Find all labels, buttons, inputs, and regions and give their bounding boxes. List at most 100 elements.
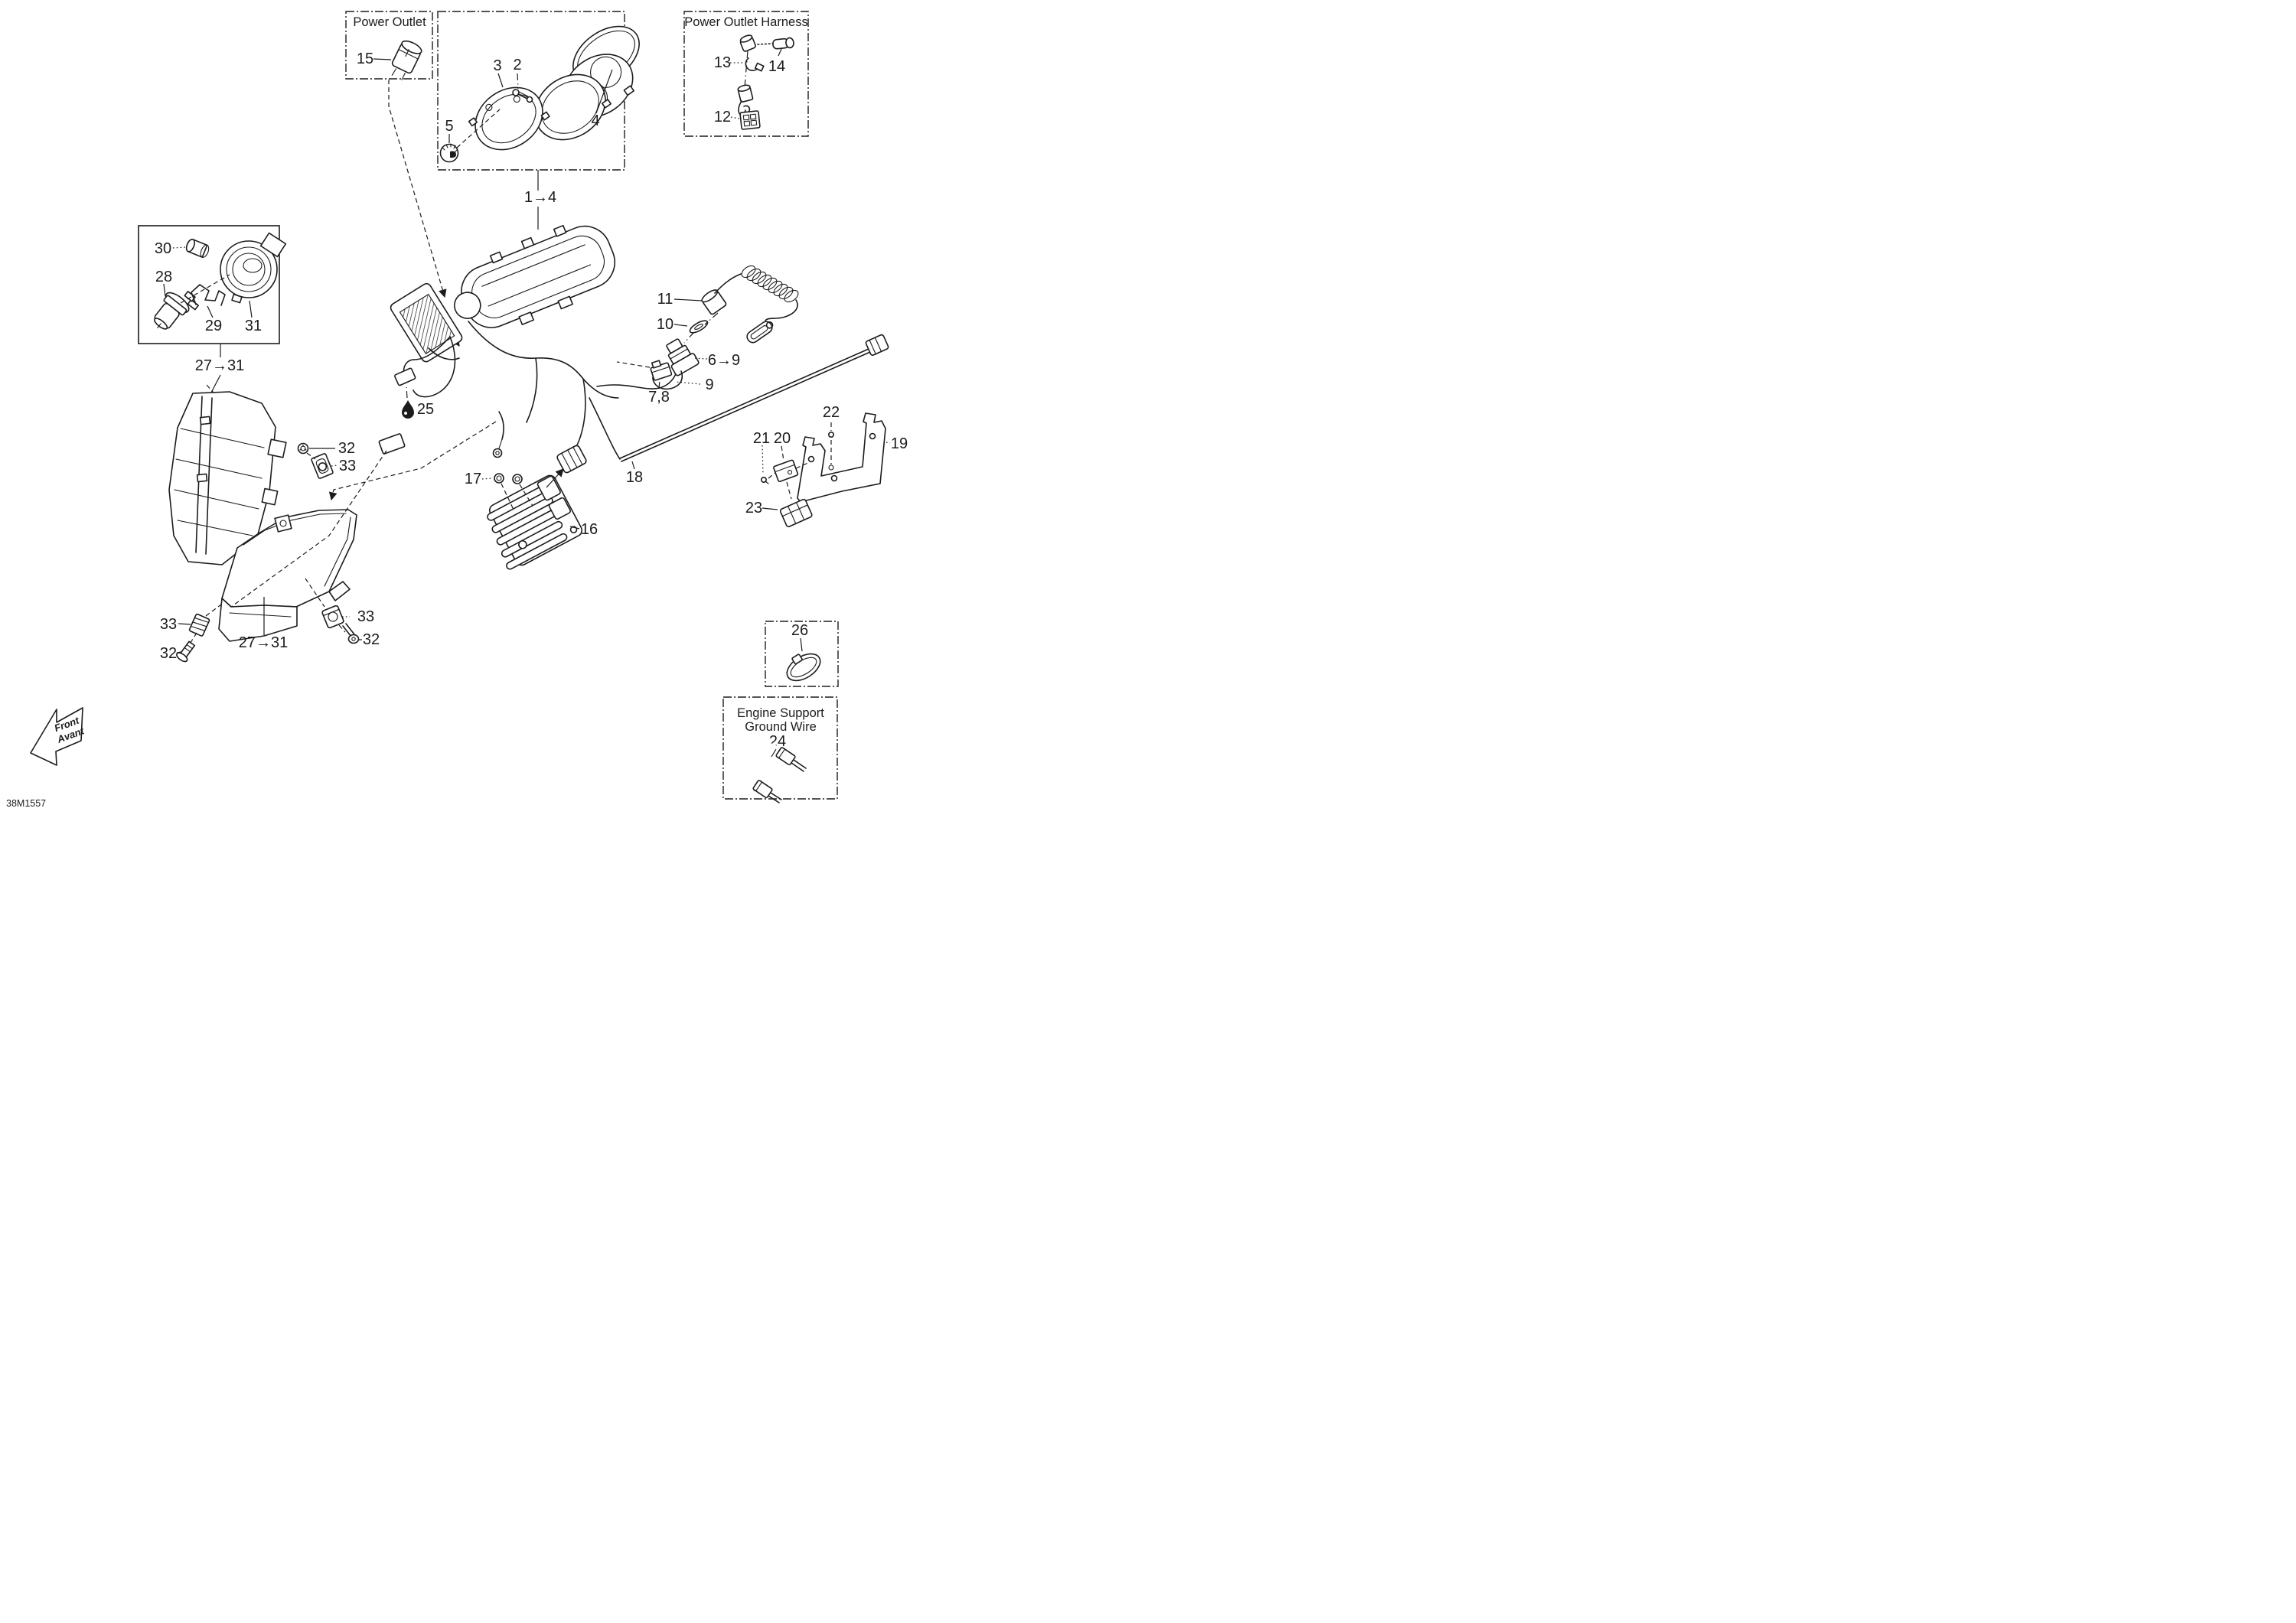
power-outlet-box-border <box>345 11 433 80</box>
connector-branch <box>378 433 406 455</box>
engine-support-inset: Engine Support Ground Wire 24 <box>722 696 838 803</box>
gauge-bezel-part <box>468 86 550 151</box>
callout-27-31-headlight: 27→31 <box>239 634 289 651</box>
leader-10 <box>673 324 688 327</box>
tether-lanyard-coil <box>714 265 799 344</box>
power-outlet-harness-inset: Power Outlet Harness <box>683 11 809 137</box>
engine-support-title-line1: Engine Support <box>737 706 824 720</box>
callout-3: 3 <box>493 57 501 74</box>
connector-part-23 <box>779 498 813 528</box>
callout-21: 21 <box>753 430 770 447</box>
harness-axis-dash <box>744 51 748 88</box>
lanyard-clip-hook <box>746 321 774 344</box>
callout-31: 31 <box>245 318 262 334</box>
dash-relay-to-23 <box>786 481 792 500</box>
droplet-highlight <box>404 412 407 415</box>
bulb-cover-part-31 <box>220 232 287 304</box>
key-washer-part-10 <box>689 320 709 334</box>
callout-25: 25 <box>417 401 434 418</box>
torx-screw-part-32mid <box>297 442 309 455</box>
dash-clip-housing-left <box>205 604 222 617</box>
lower-headlight-lens <box>218 509 357 642</box>
exploded-diagram-canvas: Power Outlet 15 <box>6 11 908 809</box>
arrow-regulator-to-connector <box>546 468 564 488</box>
power-outlet-inset: Power Outlet 15 <box>345 11 433 80</box>
headlight-bulb-inset: 30 28 29 31 <box>138 225 287 344</box>
axis-10-switch <box>683 331 695 344</box>
left-headlight-module <box>168 391 287 565</box>
leader-11 <box>673 298 703 301</box>
wire-18-connector <box>865 334 889 356</box>
callout-9: 9 <box>705 376 713 393</box>
dash-screw-clip <box>306 452 316 460</box>
clip-nut-part-33mid <box>311 453 334 479</box>
axis-11-10 <box>704 312 719 325</box>
screw-part-21 <box>760 476 769 484</box>
bulb-spring-clip-part-29 <box>191 284 226 306</box>
harness-connector-part-12 <box>739 110 761 130</box>
callout-17: 17 <box>465 471 481 487</box>
accessory-wire-18: 18 <box>619 334 889 486</box>
leader-25 <box>406 386 408 399</box>
front-arrow-shape <box>30 707 83 766</box>
harness-plug-part-14 <box>739 34 794 52</box>
regulator-connector <box>556 445 587 474</box>
gauge-decal-part <box>439 143 459 163</box>
dash-decal-to-bezel <box>456 109 501 148</box>
ground-eyelet <box>492 438 503 458</box>
document-code: 38M1557 <box>6 798 46 809</box>
callout-32right: 32 <box>363 631 380 648</box>
leader-19 <box>885 442 891 444</box>
dash-relay-to-bracket <box>795 461 810 469</box>
callout-29: 29 <box>205 318 222 334</box>
callout-19: 19 <box>891 435 908 452</box>
callout-23: 23 <box>745 500 762 517</box>
leader-30 <box>172 246 187 249</box>
lubricant-callout-25: 25 <box>402 386 434 419</box>
callout-30: 30 <box>155 240 171 257</box>
callout-33right: 33 <box>357 608 374 625</box>
assembled-gauge-cluster <box>454 224 615 328</box>
clip-nut-part-33right <box>321 605 344 629</box>
callout-6-9: 6→9 <box>708 352 740 369</box>
dash-nut-b <box>519 484 533 507</box>
callout-2: 2 <box>513 57 521 73</box>
harness-sleeve-part <box>737 84 754 103</box>
callout-7-8: 7,8 <box>648 389 670 406</box>
parts-diagram-page: Power Outlet 15 <box>0 0 1148 812</box>
screw-part-32right <box>342 623 360 644</box>
dash-bulb-axis <box>180 274 230 304</box>
dash-clip-screw-left <box>188 632 197 646</box>
gauge-screw-part <box>512 89 533 103</box>
connector-lube-target <box>394 367 416 386</box>
leader-24 <box>771 748 777 758</box>
mid-fasteners: 32 33 <box>297 440 356 479</box>
callout-22: 22 <box>823 404 840 421</box>
wiring-harness-wires <box>403 321 678 460</box>
power-outlet-harness-box-border <box>683 11 809 137</box>
screw-part-22 <box>828 431 835 438</box>
callout-15: 15 <box>357 51 373 67</box>
halogen-bulb-part-28 <box>154 291 199 330</box>
leader-26 <box>800 637 803 652</box>
flange-nut-part-17a <box>494 473 504 484</box>
leader-15 <box>373 58 392 60</box>
relay-block <box>390 282 463 363</box>
callout-4: 4 <box>591 112 599 129</box>
bracket-hole-22 <box>828 464 834 471</box>
callout-20: 20 <box>774 430 791 447</box>
power-outlet-location-dash <box>388 80 447 298</box>
leader-2 <box>517 73 519 90</box>
engine-support-title-line2: Ground Wire <box>745 720 817 734</box>
dash-20 <box>781 445 784 461</box>
leader-32left <box>176 651 182 653</box>
screw-part-32left <box>176 640 196 663</box>
voltage-regulator-part-16 <box>487 474 583 570</box>
callout-27-31-bulb: 27→31 <box>195 357 245 374</box>
power-outlet-harness-title: Power Outlet Harness <box>684 15 807 29</box>
power-outlet-socket-part <box>391 40 422 80</box>
dash-nut-a <box>501 483 514 510</box>
callout-14: 14 <box>768 58 785 75</box>
leader-7-8 <box>658 380 660 389</box>
dash-branch-to-left-fasteners <box>230 450 387 608</box>
